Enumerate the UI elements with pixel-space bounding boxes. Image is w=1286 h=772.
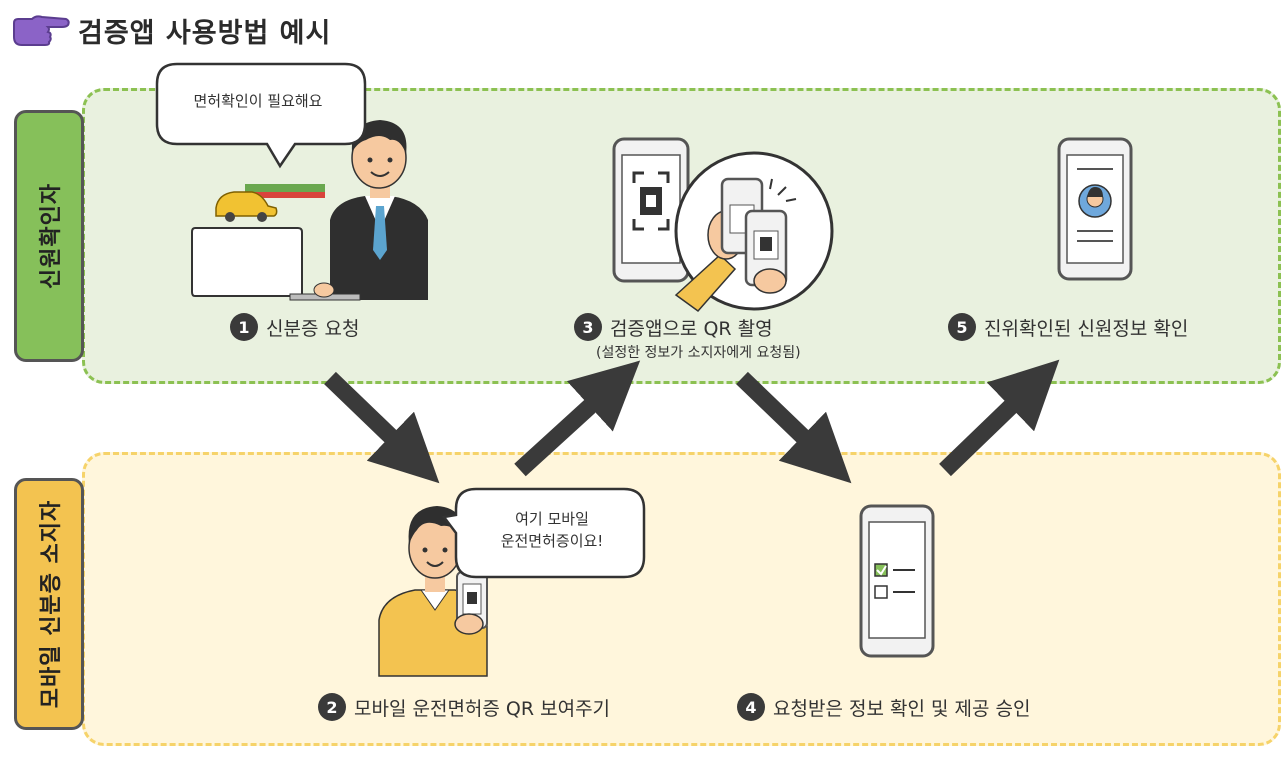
header: 검증앱 사용방법 예시 — [12, 8, 331, 52]
step-4-number: 4 — [737, 693, 765, 721]
holder-bubble-text-line2: 운전면허증이요! — [500, 532, 604, 550]
verifier-lane-label: 신원확인자 — [39, 182, 65, 290]
step-2-number: 2 — [318, 693, 346, 721]
holder-speech-bubble — [441, 487, 646, 579]
holder-bubble-text-line1: 여기 모바일 — [515, 510, 589, 528]
arrow-step3-to-4 — [736, 371, 852, 484]
step-1: 1 신분증 요청 — [230, 313, 359, 341]
verifier-bubble-text: 면허확인이 필요해요 — [193, 92, 323, 110]
step-5-label: 진위확인된 신원정보 확인 — [984, 317, 1189, 340]
verified-profile-phone — [1057, 137, 1133, 281]
step-5: 5 진위확인된 신원정보 확인 — [948, 313, 1188, 341]
step-5-number: 5 — [948, 313, 976, 341]
step-3: 3 검증앱으로 QR 촬영 — [574, 313, 773, 341]
step-1-number: 1 — [230, 313, 258, 341]
checklist-phone — [859, 504, 935, 658]
checked-box-icon — [874, 563, 888, 577]
step-4: 4 요청받은 정보 확인 및 제공 승인 — [737, 693, 1030, 721]
step-3-label: 검증앱으로 QR 촬영 — [610, 317, 773, 340]
unchecked-box-icon — [874, 585, 888, 599]
step-1-label: 신분증 요청 — [266, 317, 360, 340]
holder-lane — [82, 452, 1281, 746]
page-title: 검증앱 사용방법 예시 — [78, 17, 332, 49]
holder-lane-tab: 모바일 신분증 소지자 — [14, 478, 84, 730]
qr-scan-illustration — [612, 137, 834, 313]
verifier-speech-bubble — [155, 62, 367, 169]
verifier-person-illustration — [191, 120, 428, 301]
verifier-lane-tab: 신원확인자 — [14, 110, 84, 362]
pointing-hand-icon — [12, 13, 70, 47]
step-3-number: 3 — [574, 313, 602, 341]
step-4-label: 요청받은 정보 확인 및 제공 승인 — [773, 697, 1031, 720]
qr-code-icon — [632, 171, 670, 231]
arrow-step1-to-2 — [324, 371, 440, 484]
step-2-label: 모바일 운전면허증 QR 보여주기 — [354, 697, 611, 720]
step-2: 2 모바일 운전면허증 QR 보여주기 — [318, 693, 610, 721]
holder-lane-label: 모바일 신분증 소지자 — [39, 499, 65, 709]
step-3-sublabel: (설정한 정보가 소지자에게 요청됨) — [596, 345, 801, 361]
